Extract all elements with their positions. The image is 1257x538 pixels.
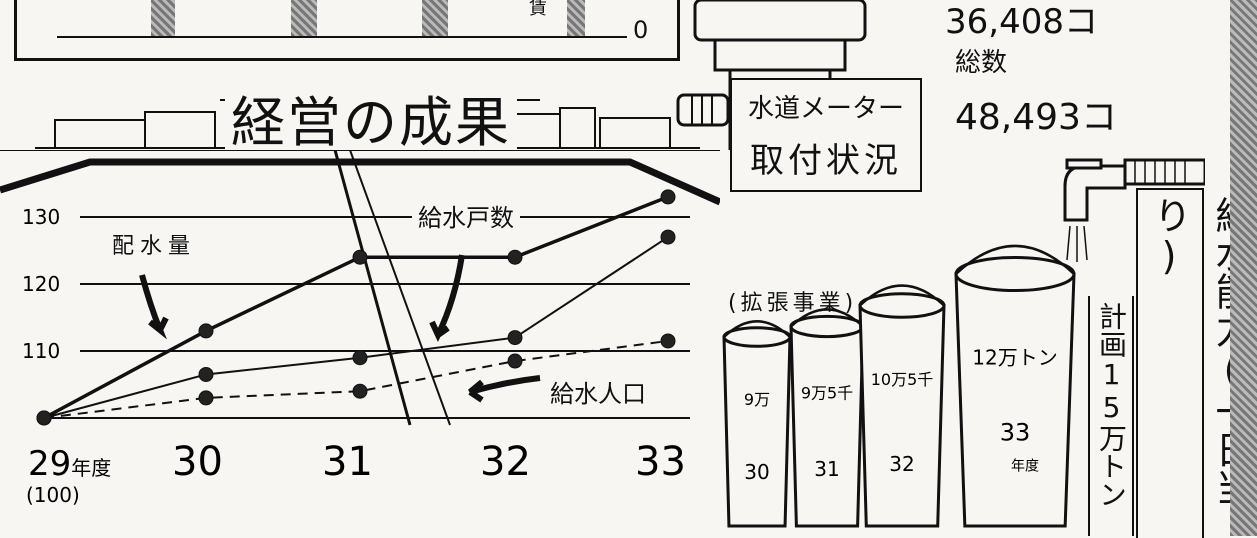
x-tick-label: 29年度 — [28, 444, 111, 484]
top-panel-baseline — [57, 36, 627, 38]
plan-label: 計画15万トン — [1095, 302, 1128, 508]
series-label-population: 給水人口 — [550, 380, 646, 408]
bucket-year-label: 31 — [814, 457, 839, 481]
series-line-population — [43, 339, 669, 419]
series-label-households: 給水戸数 — [412, 198, 520, 233]
capacity-bucket — [789, 325, 865, 528]
bucket-year-label: 30 — [744, 460, 769, 484]
meter-label-box: 水道メーター 取付状況 — [730, 78, 922, 192]
bucket-value-label: 12万トン — [972, 346, 1057, 370]
bar-stub — [291, 0, 317, 36]
bucket-rim — [858, 292, 946, 319]
capacity-bucket-chart: 9万 30 9万5千 31 10万5千 32 12万トン 33 年度 — [722, 244, 1076, 528]
top-panel-zero: 0 — [633, 16, 649, 44]
bar-stub — [151, 0, 175, 36]
bucket-year-label: 33 — [1000, 418, 1031, 446]
y-tick-label: 130 — [22, 205, 60, 229]
bucket-handle — [955, 244, 1075, 275]
page-title: 経営の成果 — [225, 78, 517, 157]
bucket-rim — [722, 326, 792, 348]
data-point — [507, 353, 523, 369]
data-point — [352, 350, 368, 366]
bucket-handle — [723, 320, 791, 338]
arrow-icon — [468, 375, 541, 403]
data-point — [198, 323, 214, 339]
data-point — [352, 383, 368, 399]
diagonal-line — [349, 150, 451, 426]
top-panel-glyph: 賃 — [529, 0, 547, 19]
bucket-handle — [790, 308, 864, 328]
bucket-value-label: 9万5千 — [801, 383, 853, 402]
y-tick-label: 120 — [22, 272, 60, 296]
bucket-year-label: 32 — [889, 452, 914, 476]
bucket-handle — [859, 284, 945, 307]
data-point — [352, 249, 368, 265]
expansion-title: (拡張事業) — [728, 291, 858, 316]
meter-label-line2: 取付状況 — [750, 141, 902, 181]
x-tick-label: 33 — [635, 439, 686, 485]
arrow-icon — [429, 254, 465, 343]
x-tick-label: 30 — [172, 439, 223, 485]
bucket-year-suffix: 年度 — [1011, 459, 1039, 475]
chart-top-frame — [0, 158, 720, 206]
meter-label-line1: 水道メーター — [747, 94, 904, 124]
meter-total-label: 総数 — [955, 48, 1008, 78]
data-point — [660, 229, 676, 245]
line-chart: 130 120 110 29年度 30 31 32 33 (100) — [0, 150, 720, 507]
y-tick-label: 110 — [22, 339, 60, 363]
data-point — [36, 410, 52, 426]
bar-stub — [422, 0, 448, 36]
data-point — [660, 189, 676, 205]
arrow-icon — [139, 274, 169, 340]
meter-value-top: 36,408コ — [945, 2, 1098, 42]
diagonal-line — [333, 150, 412, 426]
right-border-texture — [1230, 0, 1257, 536]
capacity-bucket — [722, 335, 792, 528]
data-point — [660, 333, 676, 349]
bucket-value-label: 10万5千 — [871, 370, 934, 389]
faucet-illustration — [1063, 158, 1205, 262]
capacity-bucket — [858, 304, 946, 528]
bar-stub — [567, 0, 585, 36]
x-tick-label: 32 — [480, 439, 531, 485]
section-heading: 経営の成果 — [20, 78, 720, 158]
x-tick-sublabel: (100) — [26, 483, 80, 507]
meter-total-value: 48,493コ — [955, 97, 1117, 138]
top-panel: 賃 0 — [14, 0, 680, 61]
data-point — [198, 390, 214, 406]
x-tick-label: 31 — [322, 439, 373, 485]
capacity-bucket — [954, 272, 1076, 528]
data-point — [198, 366, 214, 382]
plan-label-box: 計画15万トン — [1088, 296, 1134, 536]
series-label-distribution: 配水量 — [112, 234, 197, 259]
bucket-rim — [789, 314, 865, 339]
bucket-value-label: 9万 — [744, 390, 770, 409]
data-point — [507, 330, 523, 346]
data-point — [507, 249, 523, 265]
